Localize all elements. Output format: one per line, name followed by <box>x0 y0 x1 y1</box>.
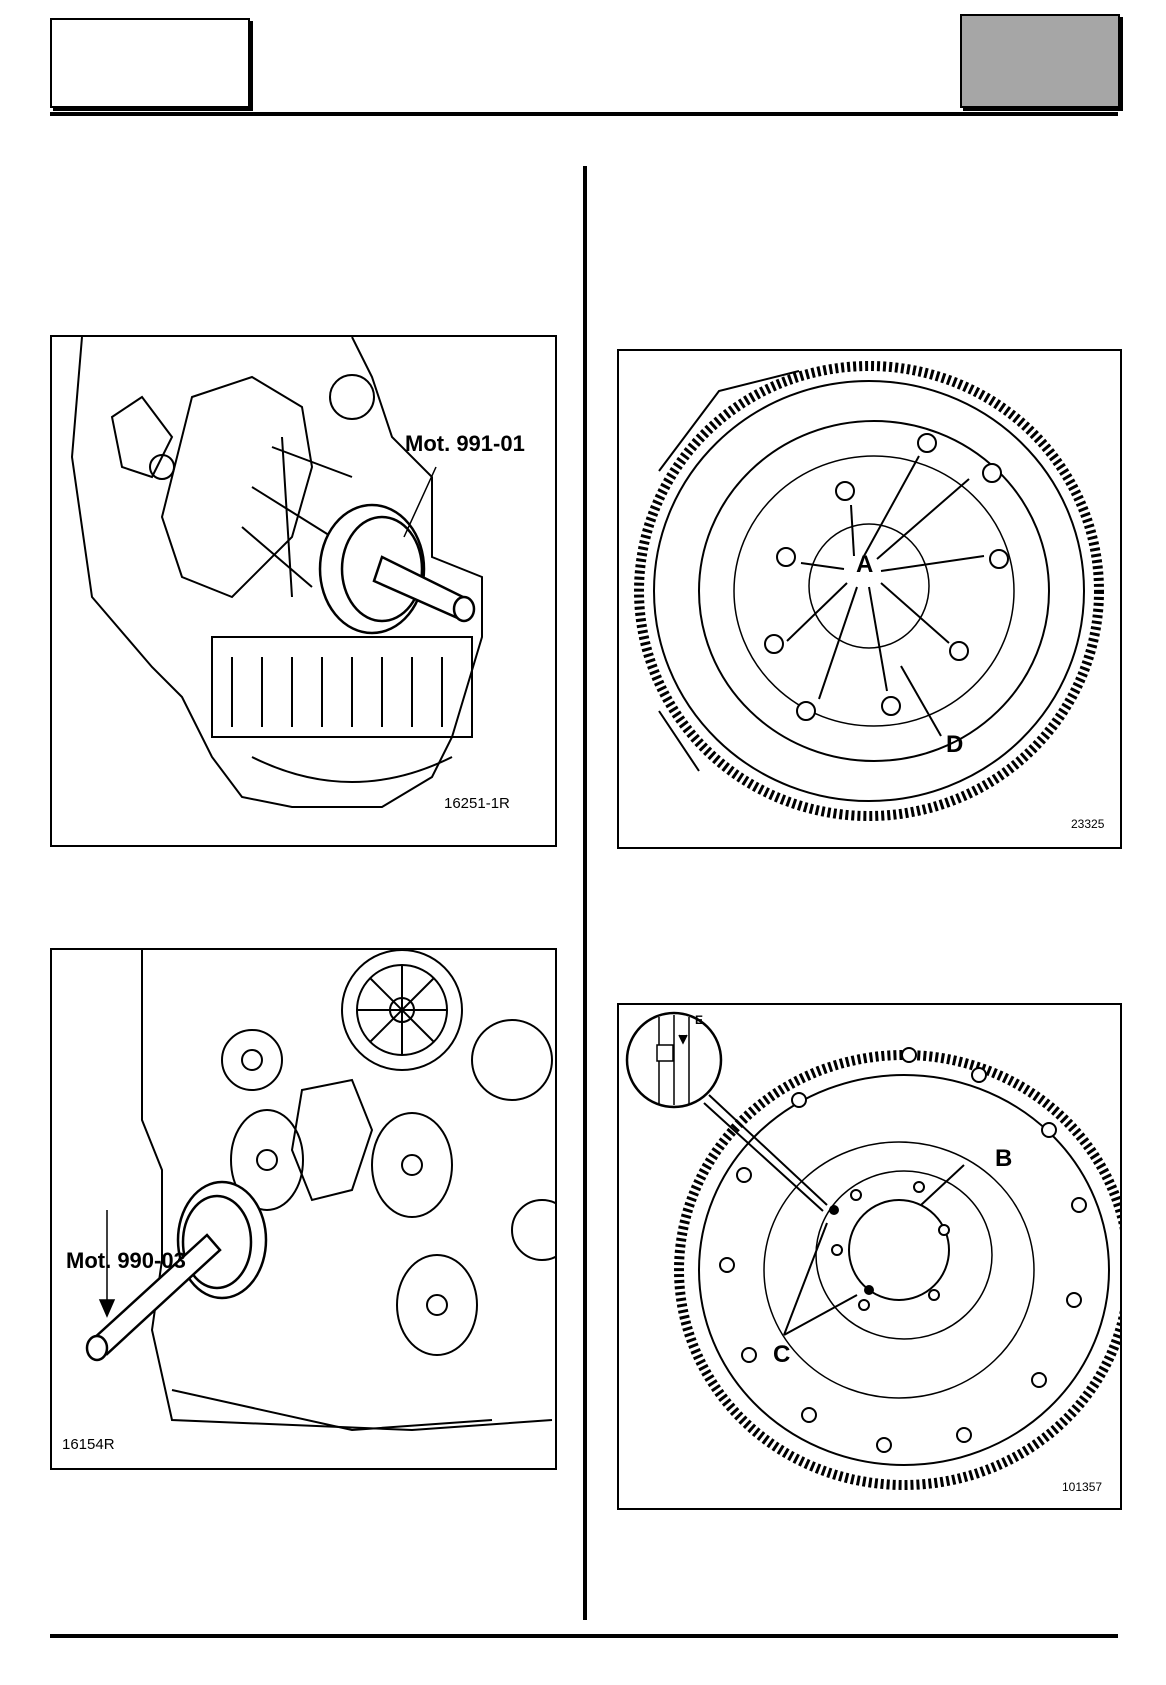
label-d: D <box>946 731 964 758</box>
label-e: E <box>695 1013 704 1027</box>
figure-flywheel-dowels: B C E 101357 <box>617 1003 1122 1510</box>
tool-label-mot-990-03: Mot. 990-03 <box>66 1248 186 1273</box>
column-divider <box>583 166 587 1620</box>
header-right-box <box>960 14 1120 108</box>
figure-reference: 23325 <box>1071 817 1105 831</box>
figure-engine-crank-tool: Mot. 990-03 16154R <box>50 948 557 1470</box>
figure-reference: 16154R <box>62 1436 115 1453</box>
header-left-box <box>50 18 250 108</box>
flywheel-drawing <box>634 361 1104 821</box>
engine-front-drawing <box>85 950 555 1432</box>
figure-flywheel-bolts: A D 23325 <box>617 349 1122 849</box>
flywheel-rear-drawing <box>625 1011 1120 1490</box>
footer-rule <box>50 1634 1118 1638</box>
label-c: C <box>773 1341 791 1368</box>
figure-reference: 16251-1R <box>444 795 510 812</box>
label-a: A <box>856 551 874 578</box>
tool-label-mot-991-01: Mot. 991-01 <box>405 431 525 456</box>
header-rule <box>50 112 1118 116</box>
figure-reference: 101357 <box>1062 1480 1103 1494</box>
figure-engine-seal-tool: Mot. 991-01 16251-1R <box>50 335 557 847</box>
label-b: B <box>995 1145 1013 1172</box>
engine-block-drawing <box>70 337 483 808</box>
